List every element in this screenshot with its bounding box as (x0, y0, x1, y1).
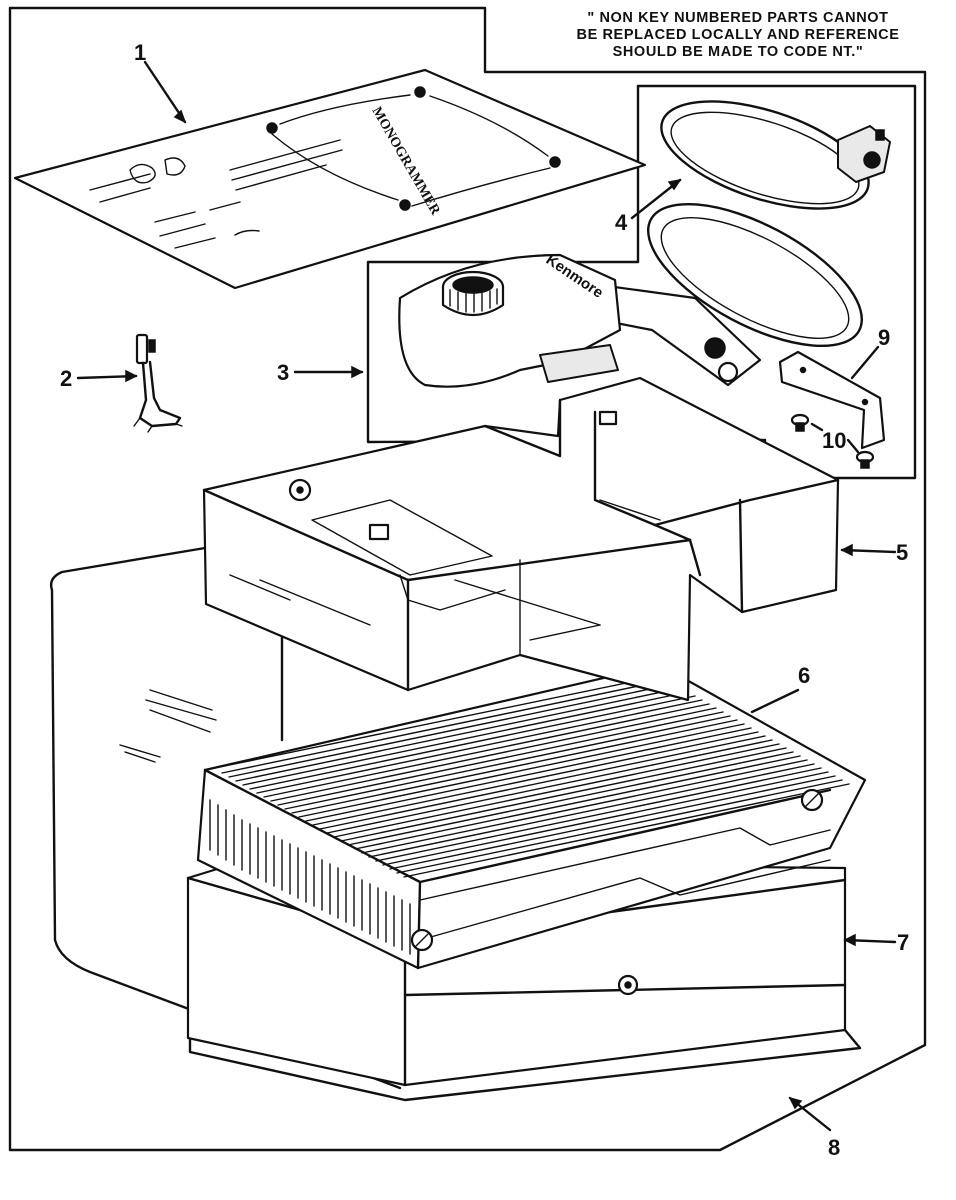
callout-leaders (76, 60, 897, 1132)
presser-foot (133, 333, 183, 433)
screws (790, 413, 875, 469)
callout-10: 10 (822, 428, 846, 453)
instruction-sheet: MONOGRAMMER (13, 68, 647, 290)
callout-7: 7 (897, 930, 909, 955)
note-line-2: BE REPLACED LOCALLY AND REFERENCE (576, 27, 900, 43)
callout-3: 3 (277, 360, 289, 385)
bracket (778, 350, 886, 450)
callout-6: 6 (798, 663, 810, 688)
callout-8: 8 (828, 1135, 840, 1160)
outer-frame (8, 6, 927, 1152)
storage-tray (202, 376, 840, 702)
callout-2: 2 (60, 366, 72, 391)
note-line-1: " NON KEY NUMBERED PARTS CANNOT (587, 10, 889, 26)
callout-numbers: 1 2 3 4 5 6 7 8 9 10 (60, 40, 909, 1160)
sheet-ornaments (89, 86, 561, 249)
embroidery-hoop (660, 100, 891, 210)
cam-ridges (209, 675, 850, 955)
callout-4: 4 (615, 210, 628, 235)
non-key-parts-note: " NON KEY NUMBERED PARTS CANNOT BE REPLA… (548, 10, 928, 61)
callout-1: 1 (134, 40, 146, 65)
note-line-3: SHOULD BE MADE TO CODE NT." (612, 44, 864, 60)
callout-9: 9 (878, 325, 890, 350)
pattern-cam-tray (196, 663, 867, 970)
monogrammer-attachment: Kenmore (398, 202, 863, 388)
callout-5: 5 (896, 540, 908, 565)
